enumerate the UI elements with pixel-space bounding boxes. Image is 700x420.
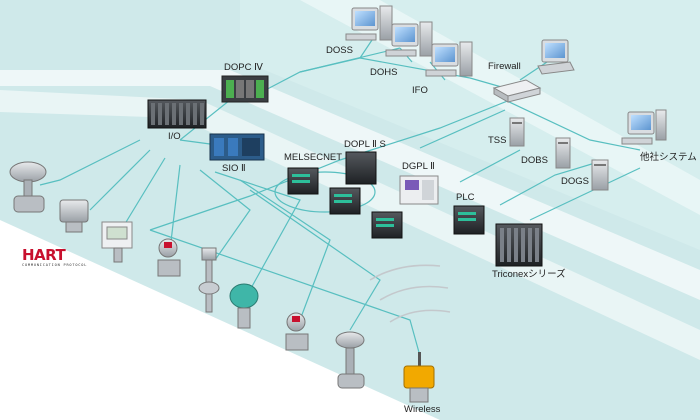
label-wireless: Wireless bbox=[404, 404, 441, 415]
hart-logo: HART COMMUNICATION PROTOCOL bbox=[22, 246, 87, 267]
triconex-rack-icon bbox=[495, 223, 543, 267]
dopl2s-unit-icon bbox=[345, 151, 377, 185]
pressure-transmitter-b-icon bbox=[285, 312, 309, 351]
ifo-workstation-icon bbox=[425, 41, 473, 77]
indicator-box-icon bbox=[101, 221, 133, 263]
sio-module-icon bbox=[209, 133, 265, 161]
label-doss: DOSS bbox=[326, 45, 353, 56]
dohs-workstation-icon bbox=[385, 21, 433, 57]
dopc-controller-icon bbox=[221, 75, 269, 103]
dgpl2-unit-icon bbox=[399, 175, 439, 205]
label-dgpl2: DGPL Ⅱ bbox=[402, 161, 435, 172]
control-valve-large-icon bbox=[9, 161, 47, 213]
pressure-transmitter-a-icon bbox=[157, 238, 181, 277]
wireless-waves bbox=[369, 264, 451, 323]
transmitter-a-icon bbox=[59, 199, 89, 233]
label-dogs: DOGS bbox=[561, 176, 589, 187]
tss-server-icon bbox=[509, 117, 525, 147]
label-firewall: Firewall bbox=[488, 61, 521, 72]
label-ifo: IFO bbox=[412, 85, 428, 96]
plc-module-b-icon bbox=[453, 205, 485, 235]
hart-logo-subtitle: COMMUNICATION PROTOCOL bbox=[22, 263, 88, 267]
label-io: I/O bbox=[168, 131, 181, 142]
network-lines bbox=[39, 39, 641, 357]
label-melsecnet: MELSECNET bbox=[284, 152, 343, 163]
flowmeter-icon bbox=[198, 247, 220, 313]
doss-workstation-icon bbox=[345, 5, 393, 41]
label-tss: TSS bbox=[488, 135, 507, 146]
dobs-server-icon bbox=[555, 137, 571, 169]
plc-module-a-icon bbox=[371, 211, 403, 239]
control-valve-small-icon bbox=[335, 331, 365, 389]
label-dobs: DOBS bbox=[521, 155, 548, 166]
label-plc: PLC bbox=[456, 192, 475, 203]
melsecnet-module-b-icon bbox=[329, 187, 361, 215]
melsecnet-module-a-icon bbox=[287, 167, 319, 195]
io-rack-icon bbox=[147, 99, 207, 129]
firewall-appliance-icon bbox=[492, 79, 542, 103]
label-dopc: DOPC Ⅳ bbox=[224, 62, 263, 73]
firewall-pc-icon bbox=[537, 39, 575, 75]
other-system-pc-icon bbox=[621, 109, 667, 145]
magnetic-flowmeter-icon bbox=[229, 283, 259, 329]
dogs-server-icon bbox=[591, 159, 609, 191]
label-triconex: Triconexシリーズ bbox=[492, 269, 566, 280]
hart-logo-word: HART bbox=[22, 246, 66, 264]
label-dohs: DOHS bbox=[370, 67, 398, 78]
label-sio: SIO Ⅱ bbox=[222, 163, 246, 174]
label-other-system: 他社システム bbox=[640, 152, 697, 163]
wireless-transmitter-icon bbox=[403, 352, 435, 403]
label-dopl2s: DOPL Ⅱ S bbox=[344, 139, 386, 150]
